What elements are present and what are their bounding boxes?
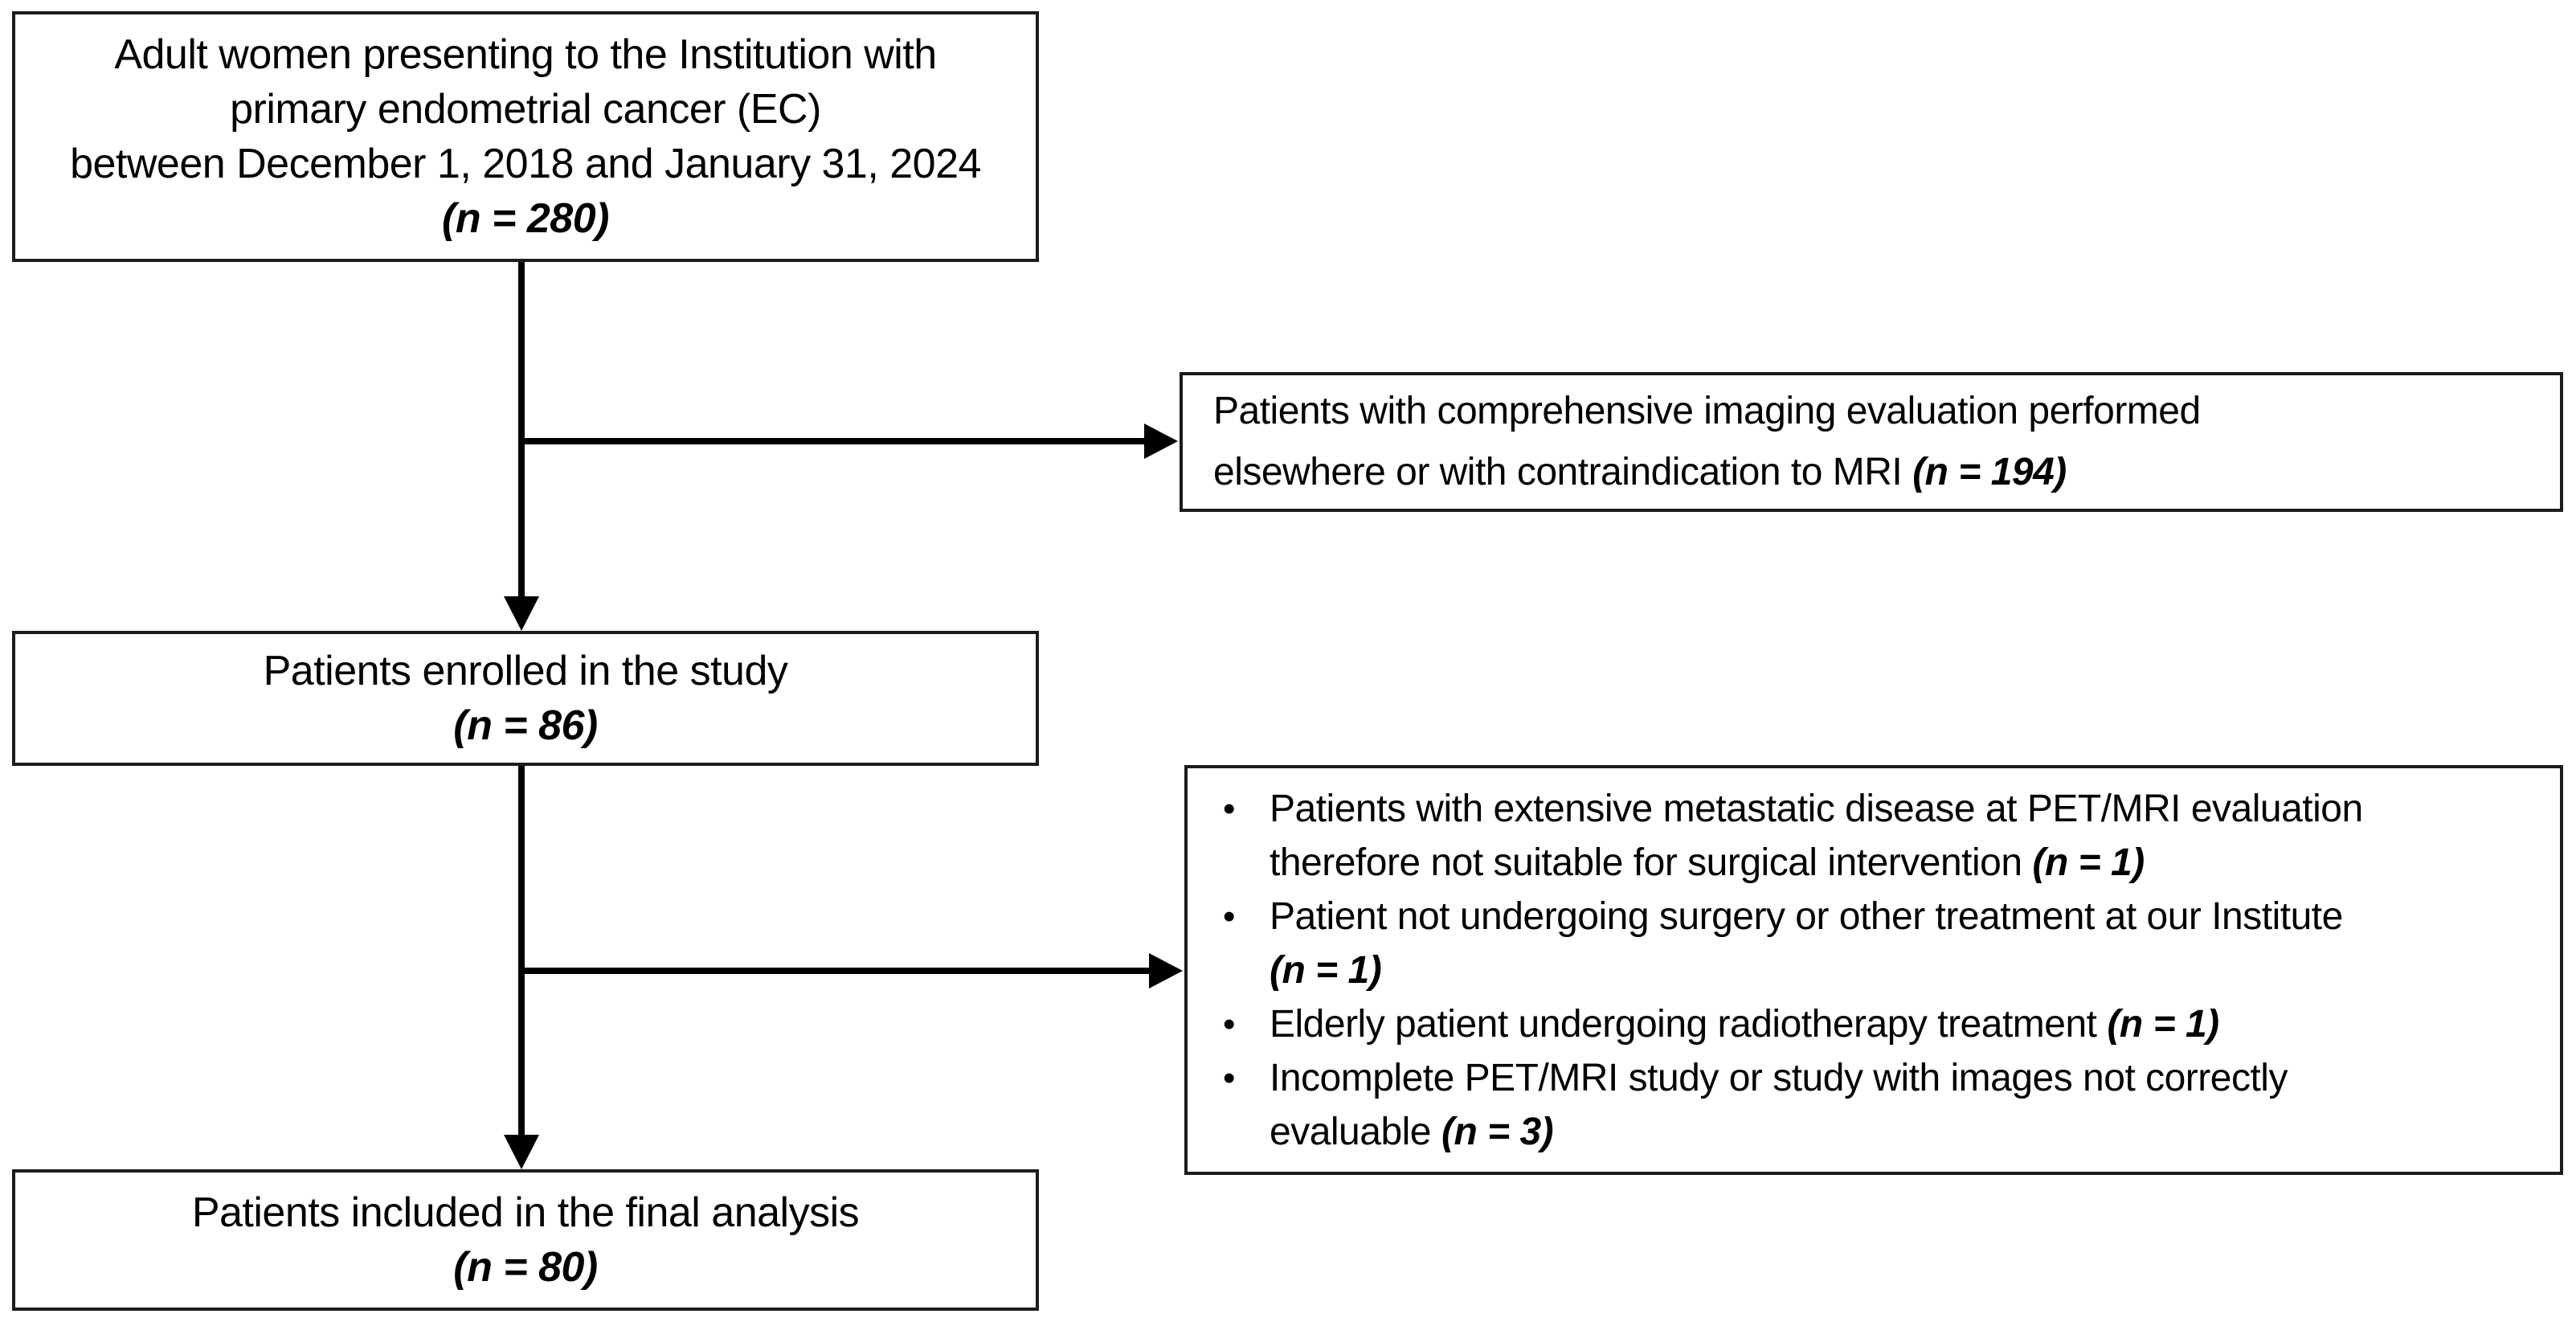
excluded-imaging-n-value: (n = 194) (1912, 451, 2067, 493)
arrow-lines (518, 262, 1154, 1140)
arrow-heads (504, 424, 1183, 1169)
box-excluded-other: • Patients with extensive metastatic dis… (1184, 765, 2563, 1175)
arrowhead-right-excluded-other (1149, 953, 1183, 988)
excluded-other-item-3-n-value: (n = 1) (2107, 1002, 2219, 1046)
excluded-other-item-1-line-2-text: therefore not suitable for surgical inte… (1270, 841, 2022, 884)
population-line-2: primary endometrial cancer (EC) (230, 86, 821, 133)
excluded-other-item-4-n-value: (n = 3) (1441, 1110, 1554, 1153)
box-population: Adult women presenting to the Institutio… (12, 11, 1039, 262)
excluded-imaging-line-1: Patients with comprehensive imaging eval… (1213, 390, 2201, 432)
excluded-imaging-line-2: elsewhere or with contraindication to MR… (1213, 442, 2536, 503)
excluded-other-item-2-content: Patient not undergoing surgery or other … (1270, 890, 2541, 997)
enrolled-line-1: Patients enrolled in the study (263, 648, 788, 694)
excluded-other-item-2-line-2: (n = 1) (1270, 943, 2541, 997)
enrolled-n: (n = 86) (15, 698, 1036, 753)
excluded-other-item-4-line-2: evaluable(n = 3) (1270, 1105, 2541, 1159)
excluded-other-item-2: • Patient not undergoing surgery or othe… (1223, 890, 2541, 997)
excluded-other-item-4-content: Incomplete PET/MRI study or study with i… (1270, 1051, 2541, 1159)
excluded-other-item-3-line-1: Elderly patient undergoing radiotherapy … (1270, 997, 2541, 1051)
population-line-3: between December 1, 2018 and January 31,… (70, 141, 981, 187)
excluded-other-item-1-line-2: therefore not suitable for surgical inte… (1270, 836, 2541, 890)
excluded-other-item-3-line-1-text: Elderly patient undergoing radiotherapy … (1270, 1002, 2097, 1046)
bullet-icon: • (1223, 896, 1235, 936)
excluded-other-item-2-line-1: Patient not undergoing surgery or other … (1270, 894, 2343, 938)
excluded-other-item-3: • Elderly patient undergoing radiotherap… (1223, 997, 2541, 1051)
arrowhead-down-final (504, 1135, 539, 1169)
population-line-1: Adult women presenting to the Institutio… (114, 31, 937, 78)
population-n: (n = 280) (15, 191, 1036, 246)
excluded-other-item-3-content: Elderly patient undergoing radiotherapy … (1270, 997, 2541, 1051)
excluded-other-item-4-line-1: Incomplete PET/MRI study or study with i… (1270, 1056, 2288, 1099)
excluded-imaging-line-2-text: elsewhere or with contraindication to MR… (1213, 451, 1903, 493)
bullet-icon: • (1223, 1058, 1235, 1098)
enrolled-n-value: (n = 86) (453, 702, 598, 749)
excluded-other-item-1-line-1: Patients with extensive metastatic disea… (1270, 787, 2363, 830)
final-n: (n = 80) (15, 1240, 1036, 1295)
excluded-other-item-1: • Patients with extensive metastatic dis… (1223, 782, 2541, 890)
excluded-other-item-2-n-value: (n = 1) (1270, 948, 1382, 992)
population-n-value: (n = 280) (442, 195, 609, 242)
excluded-other-item-4: • Incomplete PET/MRI study or study with… (1223, 1051, 2541, 1159)
box-enrolled: Patients enrolled in the study (n = 86) (12, 631, 1039, 766)
box-final-analysis: Patients included in the final analysis … (12, 1169, 1039, 1311)
excluded-other-item-1-n-value: (n = 1) (2032, 841, 2145, 884)
final-n-value: (n = 80) (453, 1244, 598, 1291)
bullet-icon: • (1223, 788, 1235, 829)
bullet-icon: • (1223, 1004, 1235, 1044)
arrowhead-right-excluded-imaging (1144, 424, 1178, 459)
excluded-other-item-4-line-2-text: evaluable (1270, 1110, 1432, 1153)
excluded-other-item-1-content: Patients with extensive metastatic disea… (1270, 782, 2541, 890)
arrowhead-down-enrolled (504, 596, 539, 631)
box-excluded-imaging: Patients with comprehensive imaging eval… (1180, 372, 2563, 512)
final-line-1: Patients included in the final analysis (191, 1189, 860, 1236)
